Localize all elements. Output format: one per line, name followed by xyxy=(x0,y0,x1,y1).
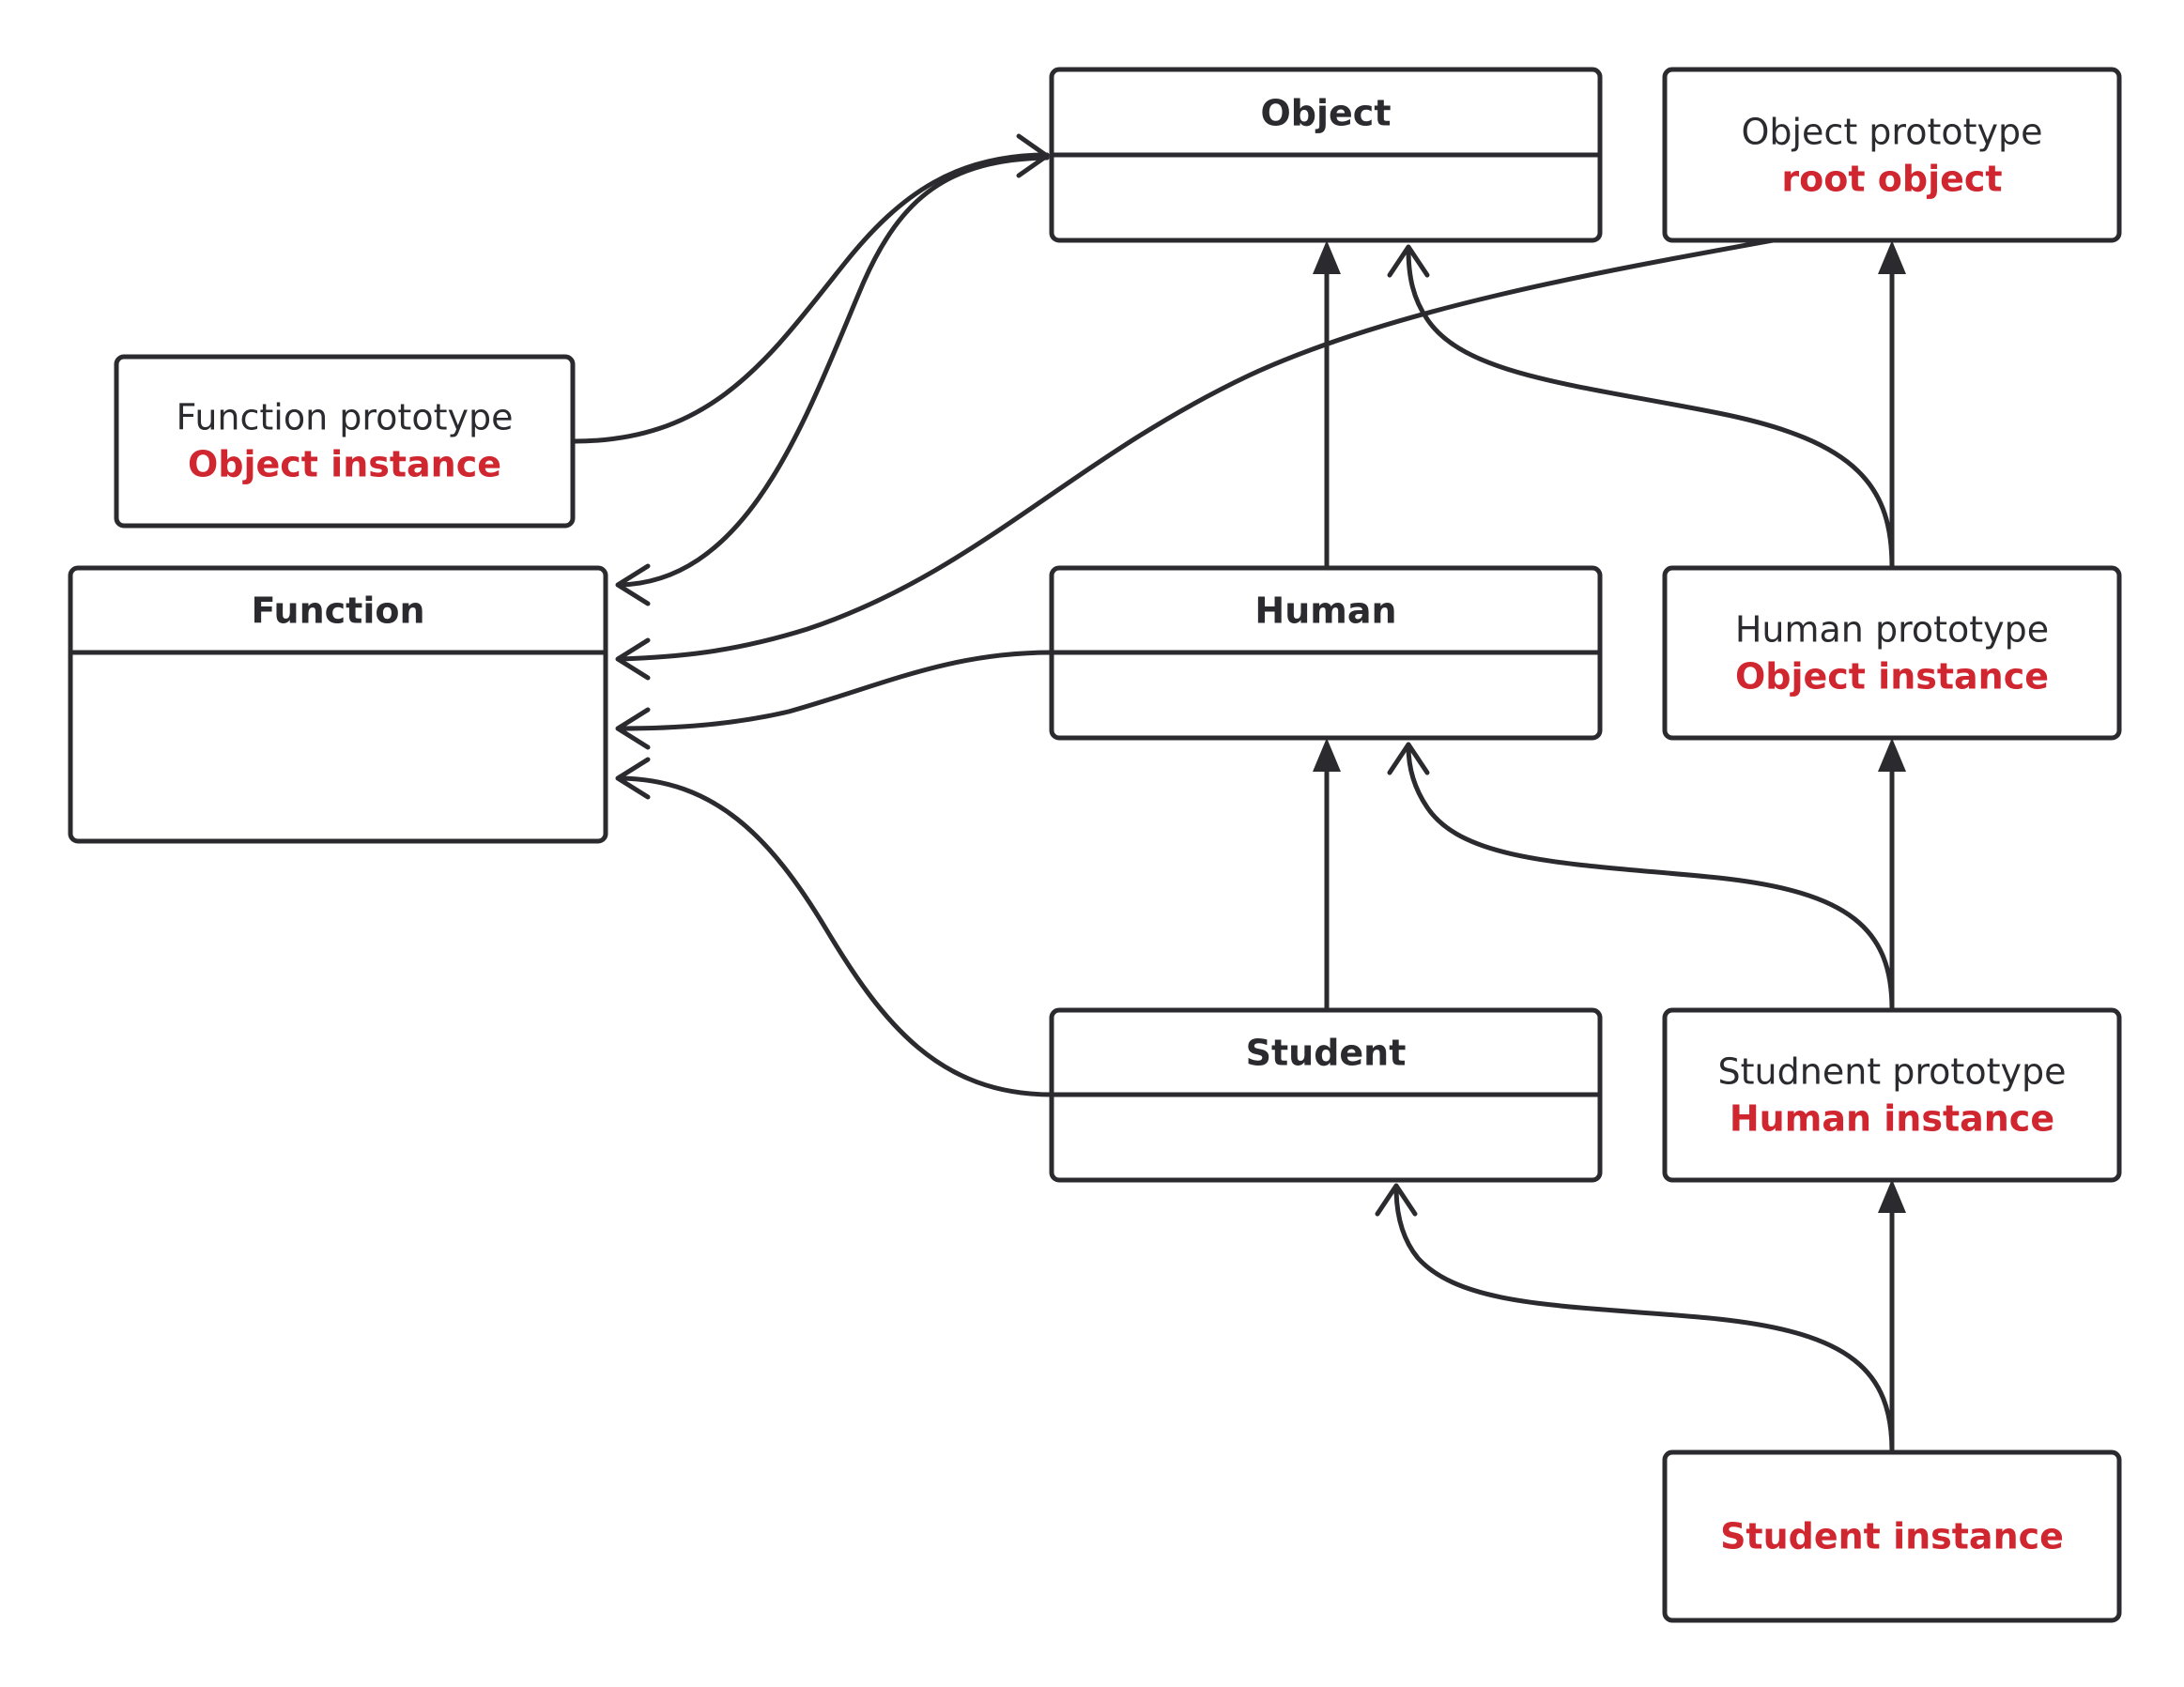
student-class-title: Student xyxy=(1246,1033,1407,1074)
object-prototype-box[interactable]: Object prototype root object xyxy=(1662,67,2122,243)
arrowhead-function-1 xyxy=(615,563,651,606)
function-prototype-box[interactable]: Function prototype Object instance xyxy=(114,354,576,529)
function-class-box[interactable]: Function xyxy=(68,565,608,844)
student-prototype-label: Studnent prototype xyxy=(1718,1051,2067,1093)
function-prototype-label: Function prototype xyxy=(177,397,514,438)
object-class-box[interactable]: Object xyxy=(1049,67,1603,243)
arrowhead-function-3 xyxy=(615,707,651,750)
arrowhead-object-bottom xyxy=(1387,244,1430,278)
filled-arrowhead-student-proto xyxy=(1878,1179,1906,1213)
student-prototype-box[interactable]: Studnent prototype Human instance xyxy=(1662,1007,2122,1183)
filled-arrowhead-human xyxy=(1313,738,1341,772)
edge-object-proto-to-function xyxy=(617,238,1776,662)
filled-arrowhead-object xyxy=(1313,240,1341,274)
function-prototype-sublabel: Object instance xyxy=(188,444,501,485)
student-instance-box[interactable]: Student instance xyxy=(1662,1449,2122,1623)
edge-student-instance-to-student xyxy=(1393,1185,1895,1454)
edge-student-proto-to-human xyxy=(1406,744,1895,1012)
arrowhead-object-left xyxy=(1016,133,1050,178)
human-prototype-label: Human prototype xyxy=(1735,609,2049,651)
student-prototype-sublabel: Human instance xyxy=(1730,1098,2054,1140)
human-prototype-sublabel: Object instance xyxy=(1735,656,2049,698)
object-prototype-sublabel: root object xyxy=(1781,159,2002,200)
object-prototype-label: Object prototype xyxy=(1741,112,2042,153)
edge-function-proto-to-object xyxy=(572,152,1050,444)
arrowhead-student-bottom xyxy=(1375,1183,1418,1217)
edge-human-proto-to-object xyxy=(1406,246,1895,570)
filled-arrowhead-human-proto xyxy=(1878,738,1906,772)
edge-human-to-function xyxy=(617,650,1054,731)
human-prototype-box[interactable]: Human prototype Object instance xyxy=(1662,565,2122,741)
student-class-box[interactable]: Student xyxy=(1049,1007,1603,1183)
arrowhead-function-2 xyxy=(615,637,651,681)
human-class-title: Human xyxy=(1254,590,1396,632)
edge-student-to-function xyxy=(617,775,1054,1097)
student-instance-label: Student instance xyxy=(1720,1516,2064,1557)
arrowhead-human-bottom xyxy=(1387,742,1430,775)
arrowhead-function-4 xyxy=(615,757,651,800)
edge-object-to-function xyxy=(617,155,1050,588)
function-class-title: Function xyxy=(251,590,424,632)
human-class-box[interactable]: Human xyxy=(1049,565,1603,741)
object-class-title: Object xyxy=(1261,93,1392,134)
edges xyxy=(572,133,1906,1454)
filled-arrowhead-object-proto xyxy=(1878,240,1906,274)
